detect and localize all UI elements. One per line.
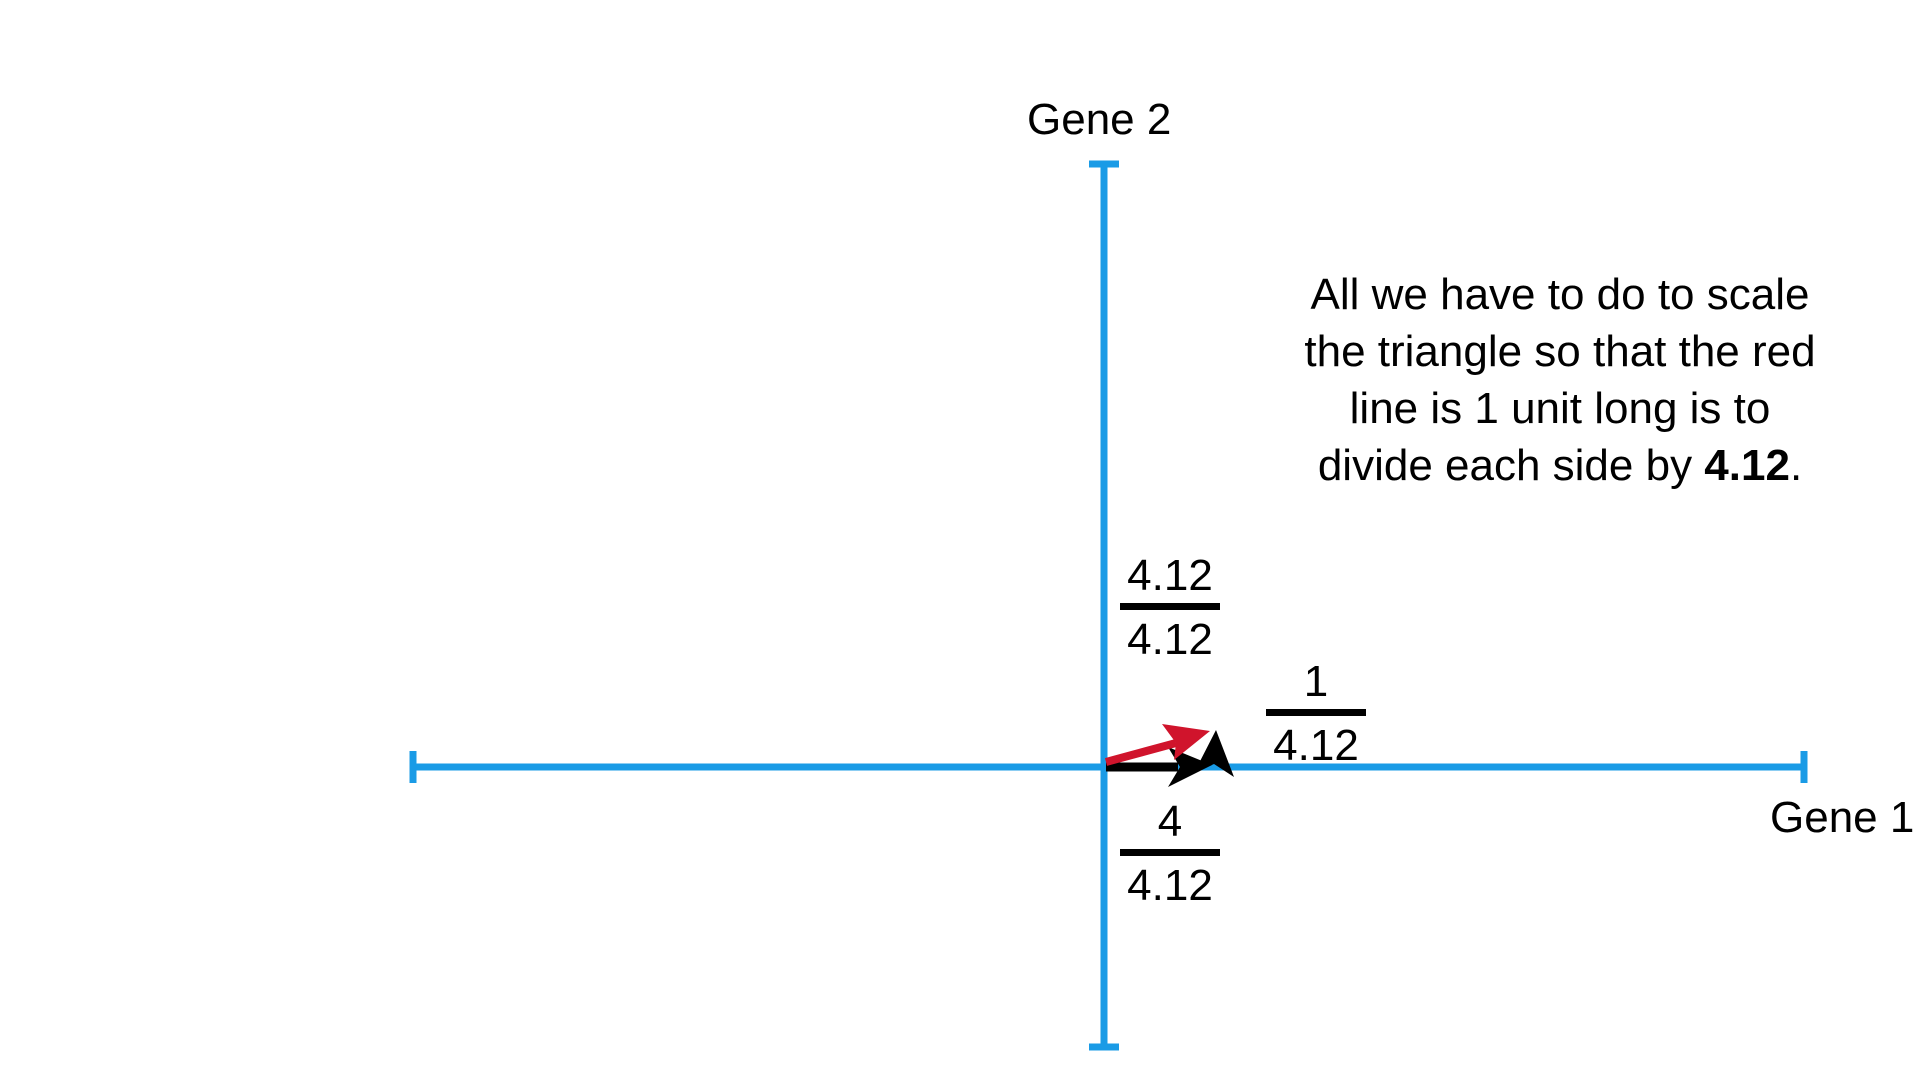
hypotenuse-arrowhead (1162, 724, 1210, 760)
vertical-side-numerator: 1 (1303, 657, 1329, 706)
vertical-side-vector (1194, 730, 1234, 777)
vertical-side-arrowhead (1194, 730, 1234, 777)
hypotenuse-line (1104, 739, 1178, 766)
vertical-side-denominator: 4.12 (1273, 721, 1359, 770)
explanation-caption: All we have to do to scale the triangle … (1300, 266, 1820, 494)
vertical-side-fraction-bar (1266, 709, 1366, 716)
horizontal-side-denominator: 4.12 (1127, 861, 1213, 910)
hypotenuse-vector (1104, 724, 1210, 766)
horizontal-side-vector (1106, 747, 1212, 787)
caption-emphasis: 4.12 (1704, 441, 1790, 490)
x-axis-label: Gene 1 (1770, 793, 1915, 842)
caption-suffix: . (1789, 441, 1803, 490)
horizontal-side-numerator: 4 (1157, 797, 1183, 846)
y-axis-label: Gene 2 (1027, 95, 1172, 144)
vertical-side-fraction: 1 4.12 (1266, 660, 1366, 768)
hypotenuse-fraction-bar (1120, 603, 1220, 610)
caption-text: All we have to do to scale the triangle … (1304, 270, 1816, 490)
hypotenuse-fraction: 4.12 4.12 (1120, 554, 1220, 662)
hypotenuse-denominator: 4.12 (1127, 615, 1213, 664)
hypotenuse-numerator: 4.12 (1127, 551, 1213, 600)
horizontal-side-fraction: 4 4.12 (1120, 800, 1220, 908)
y-axis (1089, 160, 1119, 1051)
horizontal-side-arrowhead (1168, 747, 1212, 787)
horizontal-side-fraction-bar (1120, 849, 1220, 856)
